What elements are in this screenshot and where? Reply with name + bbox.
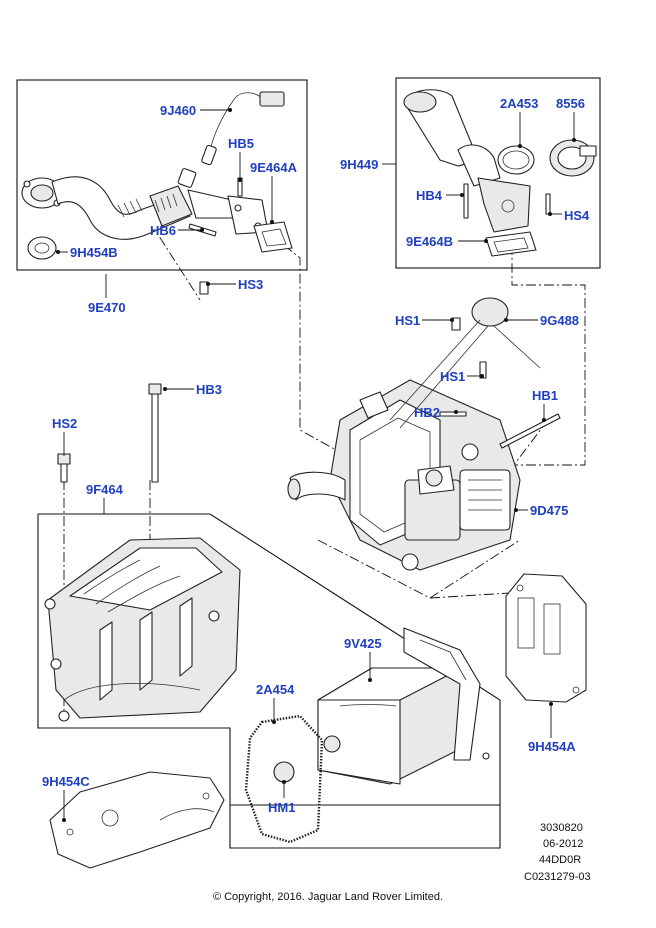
egr-elbow-art (403, 89, 597, 257)
ref-catalog: C0231279-03 (524, 871, 591, 883)
label-9e470[interactable]: 9E470 (88, 300, 126, 315)
label-hb4[interactable]: HB4 (416, 188, 443, 203)
label-8556[interactable]: 8556 (556, 96, 585, 111)
cooler-art (244, 627, 490, 844)
copyright-notice: © Copyright, 2016. Jaguar Land Rover Lim… (213, 891, 443, 903)
label-hs1-a[interactable]: HS1 (395, 313, 420, 328)
label-hb2[interactable]: HB2 (414, 405, 440, 420)
ref-model: 44DD0R (539, 854, 581, 866)
label-2a454[interactable]: 2A454 (256, 682, 295, 697)
label-9e464a[interactable]: 9E464A (250, 160, 298, 175)
label-hb3[interactable]: HB3 (196, 382, 222, 397)
frame-manifold (37, 513, 501, 806)
leaders (58, 109, 575, 820)
frame-egr-pipe (16, 79, 308, 271)
label-9h454b[interactable]: 9H454B (70, 245, 118, 260)
label-hb5[interactable]: HB5 (228, 136, 254, 151)
label-9h454c[interactable]: 9H454C (42, 774, 90, 789)
bolts-art (57, 383, 162, 483)
label-hb6[interactable]: HB6 (150, 223, 176, 238)
label-9j460[interactable]: 9J460 (160, 103, 196, 118)
frame-egr-elbow (395, 77, 601, 269)
ref-date: 06-2012 (543, 838, 583, 850)
label-9e464b[interactable]: 9E464B (406, 234, 453, 249)
label-hs3[interactable]: HS3 (238, 277, 263, 292)
label-9h449[interactable]: 9H449 (340, 157, 378, 172)
egr-pipe-art (21, 91, 293, 295)
dash-link-3 (149, 221, 201, 301)
label-hb1[interactable]: HB1 (532, 388, 558, 403)
egr-valve-art (287, 297, 561, 571)
label-hs1-b[interactable]: HS1 (440, 369, 465, 384)
ref-code: 3030820 (540, 822, 583, 834)
manifold-art (44, 537, 241, 722)
label-2a453[interactable]: 2A453 (500, 96, 538, 111)
label-9v425[interactable]: 9V425 (344, 636, 382, 651)
frame-cooler-base (229, 805, 501, 849)
label-9h454a[interactable]: 9H454A (528, 739, 576, 754)
label-9g488[interactable]: 9G488 (540, 313, 579, 328)
label-9f464[interactable]: 9F464 (86, 482, 124, 497)
dash-link-2 (488, 245, 586, 466)
dash-hb1 (509, 419, 549, 471)
label-hs2[interactable]: HS2 (52, 416, 77, 431)
dash-link-5 (429, 589, 559, 599)
leader-dots (56, 108, 576, 822)
gaskets-art (49, 573, 587, 869)
label-hs4[interactable]: HS4 (564, 208, 590, 223)
label-hm1[interactable]: HM1 (268, 800, 295, 815)
label-9d475[interactable]: 9D475 (530, 503, 568, 518)
